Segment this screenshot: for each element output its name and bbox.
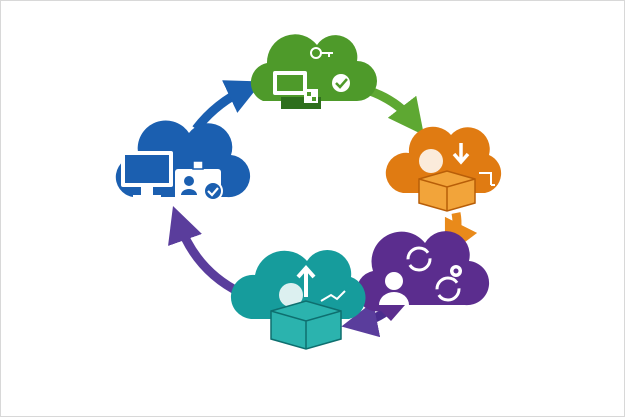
cloud-box-download-icon [385,126,502,212]
cloud-computer-key-check-icon [250,34,377,109]
arrow-upload-to-identity [168,206,244,298]
arrow-identity-to-access [192,80,263,132]
cloud-computer-id-card-icon [115,120,251,201]
cloud-box-upload-icon [230,249,366,350]
cloud-user-sync-gear-icon [356,231,490,321]
